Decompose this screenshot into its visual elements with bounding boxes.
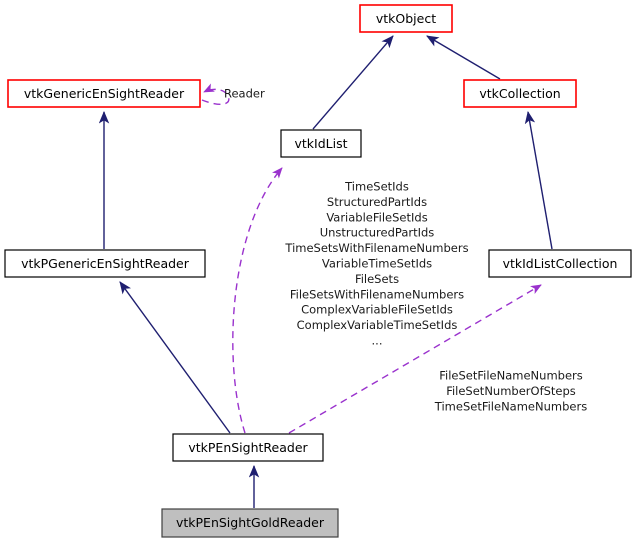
edge-label-reader: Reader	[224, 87, 265, 101]
idlist-member-label-5: VariableTimeSetIds	[322, 257, 432, 271]
edge-label-group: Reader TimeSetIdsStructuredPartIdsVariab…	[224, 87, 587, 414]
idlist-member-label-2: VariableFileSetIds	[326, 210, 427, 224]
edge-vtkidlistcollection-to-vtkcollection	[524, 110, 553, 250]
class-label-vtkcollection: vtkCollection	[479, 86, 560, 101]
class-label-vtkpensightreader: vtkPEnSightReader	[188, 440, 308, 455]
idlist-member-label-9: ComplexVariableTimeSetIds	[297, 318, 458, 332]
class-label-vtkpensightgoldreader: vtkPEnSightGoldReader	[176, 515, 325, 530]
association-edge-group	[201, 83, 542, 434]
edge-vtkcollection-to-vtkobject	[426, 35, 501, 80]
edge-label-idlist-members: TimeSetIdsStructuredPartIdsVariableFileS…	[284, 180, 468, 348]
edge-reader-self-loop	[201, 83, 230, 106]
idlistcollection-member-label-2: TimeSetFileNameNumbers	[434, 399, 587, 413]
edge-vtkpensightreader-to-vtkidlist	[232, 167, 283, 434]
class-box-vtkidlist[interactable]: vtkIdList	[280, 129, 362, 158]
class-box-vtkpensightgoldreader[interactable]: vtkPEnSightGoldReader	[161, 508, 339, 538]
class-label-vtkpgenericensightreader: vtkPGenericEnSightReader	[21, 256, 190, 271]
idlist-member-label-6: FileSets	[355, 272, 399, 286]
idlistcollection-member-label-1: FileSetNumberOfSteps	[446, 384, 576, 398]
idlist-member-label-10: ...	[372, 334, 383, 348]
class-box-vtkcollection[interactable]: vtkCollection	[463, 79, 577, 108]
edge-vtkpensightreader-to-vtkpgenericensightreader	[119, 281, 231, 434]
class-label-vtkidlist: vtkIdList	[294, 136, 347, 151]
class-box-vtkobject[interactable]: vtkObject	[359, 4, 453, 33]
edge-label-idlistcollection-members: FileSetFileNameNumbersFileSetNumberOfSte…	[434, 369, 587, 414]
class-label-vtkidlistcollection: vtkIdListCollection	[503, 256, 618, 271]
idlistcollection-member-label-0: FileSetFileNameNumbers	[439, 369, 583, 383]
class-box-vtkpgenericensightreader[interactable]: vtkPGenericEnSightReader	[4, 249, 206, 278]
idlist-member-label-7: FileSetsWithFilenameNumbers	[290, 287, 464, 301]
edge-vtkpensightreader-to-vtkidlistcollection	[288, 284, 542, 434]
idlist-member-label-8: ComplexVariableFileSetIds	[301, 303, 453, 317]
class-box-group: vtkObject vtkGenericEnSightReader vtkCol…	[4, 4, 632, 538]
class-box-vtkpensightreader[interactable]: vtkPEnSightReader	[172, 433, 324, 462]
inheritance-edge-group	[98, 35, 553, 508]
class-box-vtkgenericensightreader[interactable]: vtkGenericEnSightReader	[7, 79, 201, 108]
edge-vtkidlist-to-vtkobject	[312, 35, 394, 130]
idlist-member-label-3: UnstructuredPartIds	[320, 226, 435, 240]
idlist-member-label-1: StructuredPartIds	[327, 195, 427, 209]
class-box-vtkidlistcollection[interactable]: vtkIdListCollection	[488, 249, 632, 278]
idlist-member-label-4: TimeSetsWithFilenameNumbers	[284, 241, 468, 255]
class-label-vtkobject: vtkObject	[376, 11, 436, 26]
idlist-member-label-0: TimeSetIds	[344, 180, 409, 194]
class-label-vtkgenericensightreader: vtkGenericEnSightReader	[24, 86, 185, 101]
